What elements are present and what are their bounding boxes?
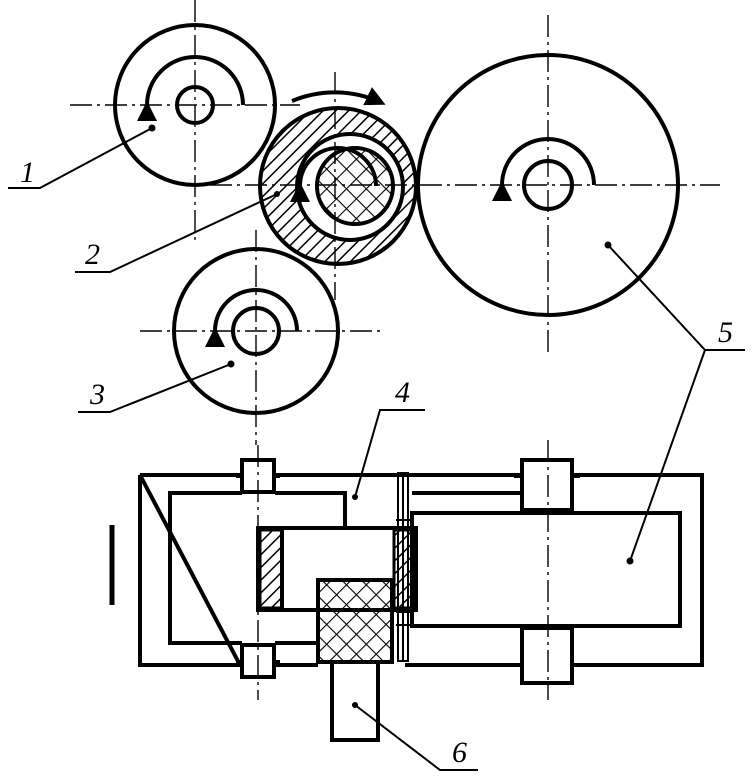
side-view xyxy=(109,440,704,742)
label-2: 2 xyxy=(85,238,100,271)
bearing-right-bottom xyxy=(514,626,580,685)
bearing-left-bottom xyxy=(236,643,280,679)
part-labels: 1 2 3 4 5 6 xyxy=(20,156,733,769)
label-5: 5 xyxy=(718,316,733,349)
core-block xyxy=(316,578,394,664)
label-6: 6 xyxy=(452,736,467,769)
drum-5 xyxy=(410,511,682,628)
clamp-pin xyxy=(396,472,410,662)
leader-lines xyxy=(8,127,745,771)
frame xyxy=(138,473,704,667)
shaft-6 xyxy=(330,660,380,742)
housing-4 xyxy=(168,491,520,645)
label-1: 1 xyxy=(20,156,35,189)
bearing-left-top xyxy=(236,458,280,494)
gear-5 xyxy=(416,53,680,317)
gear-3 xyxy=(172,247,340,415)
label-3: 3 xyxy=(89,378,105,411)
bearing-right-top xyxy=(514,458,580,512)
top-view xyxy=(70,0,720,445)
roller-2 xyxy=(258,87,418,266)
label-4: 4 xyxy=(395,376,410,409)
